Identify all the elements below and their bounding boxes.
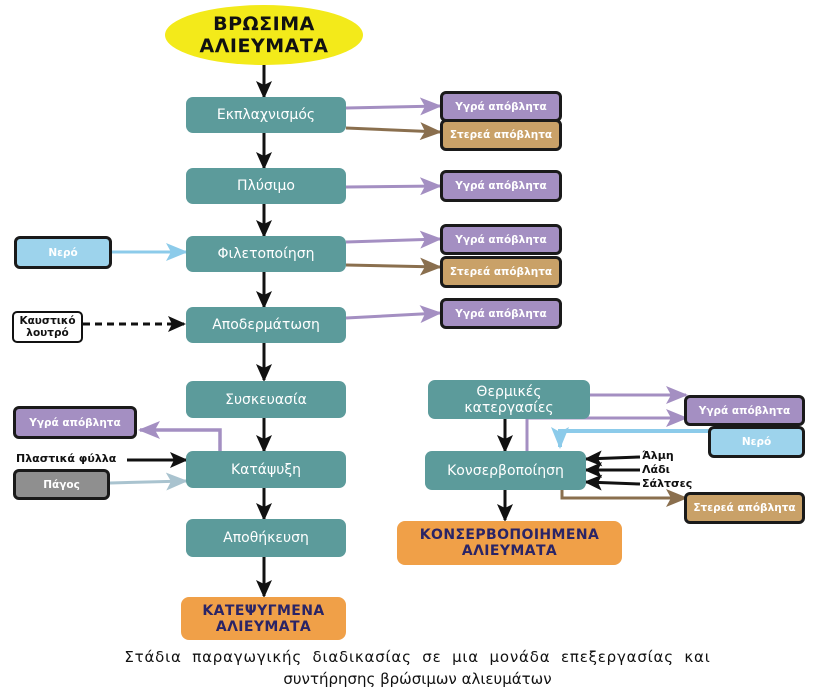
arrow-liquid-1 xyxy=(345,97,442,116)
arrow-canning-to-liquid xyxy=(525,409,688,451)
arrow-ice-to-freezing xyxy=(109,472,188,491)
ice-label: Πάγος xyxy=(43,478,80,491)
arrow-liquid-2 xyxy=(345,177,442,196)
output-label: Υγρά απόβλητα xyxy=(455,233,547,246)
arrow-sauces xyxy=(584,474,641,491)
solid-waste-right: Στερεά απόβλητα xyxy=(684,492,805,524)
output-label: Υγρά απόβλητα xyxy=(455,307,547,320)
arrow-canning-to-solid xyxy=(560,489,688,507)
water-label: Νερό xyxy=(741,436,772,448)
output-label: Στερεά απόβλητα xyxy=(449,129,553,141)
arrow-freezing-to-liquid xyxy=(138,421,222,451)
water-label: Νερό xyxy=(48,246,78,259)
additive-oil: Λάδι xyxy=(642,463,670,476)
output-label: Υγρά απόβλητα xyxy=(455,100,547,113)
step-canning: Κονσερβοποίηση xyxy=(425,451,586,490)
arrow-liquid-3 xyxy=(345,230,442,249)
output-label: Υγρά απόβλητα xyxy=(29,416,121,429)
liquid-waste-3: Υγρά απόβλητα xyxy=(440,224,562,255)
final-canned-seafood: ΚΟΝΣΕΡΒΟΠΟΙΗΜΕΝΑ ΑΛΙΕΥΜΑΤΑ xyxy=(397,521,622,565)
final-line2: ΑΛΙΕΥΜΑΤΑ xyxy=(461,543,558,559)
step-label: Κατάψυξη xyxy=(230,461,302,478)
output-label: Στερεά απόβλητα xyxy=(449,266,553,278)
final-line2: ΑΛΙΕΥΜΑΤΑ xyxy=(215,618,312,635)
step-label: Αποδερμάτωση xyxy=(212,317,320,333)
step-filleting: Φιλετοποίηση xyxy=(186,236,346,272)
final-line1: ΚΑΤΕΨΥΓΜΕΝΑ xyxy=(202,602,325,619)
step-label: Κονσερβοποίηση xyxy=(447,462,564,479)
plastic-sheets-label: Πλαστικά φύλλα xyxy=(16,452,117,465)
caustic-line1: Καυστικό xyxy=(19,315,76,327)
additive-arrows xyxy=(584,450,641,491)
waste-arrows-left xyxy=(345,97,442,324)
arrow-solid-3 xyxy=(345,257,442,276)
start-node: ΒΡΩΣΙΜΑ ΑΛΙΕΥΜΑΤΑ xyxy=(165,5,363,65)
liquid-waste-freezing: Υγρά απόβλητα xyxy=(13,406,137,439)
step-label: Φιλετοποίηση xyxy=(217,246,315,262)
step-line1: Θερμικές xyxy=(476,383,542,400)
caption-line2: συντήρησης βρώσιμων αλιευμάτων xyxy=(283,670,552,688)
additive-sauces: Σάλτσες xyxy=(642,477,693,490)
output-label: Στερεά απόβλητα xyxy=(693,502,796,514)
liquid-waste-2: Υγρά απόβλητα xyxy=(440,170,562,202)
final-frozen-seafood: ΚΑΤΕΨΥΓΜΕΝΑ ΑΛΙΕΥΜΑΤΑ xyxy=(181,597,346,640)
liquid-waste-1: Υγρά απόβλητα xyxy=(440,91,562,122)
step-packaging: Συσκευασία xyxy=(186,381,346,418)
step-washing: Πλύσιμο xyxy=(186,168,346,204)
step-label: Συσκευασία xyxy=(225,391,307,408)
step-freezing: Κατάψυξη xyxy=(186,451,346,488)
step-skinning: Αποδερμάτωση xyxy=(186,307,346,343)
arrow-water-to-canning xyxy=(551,427,710,449)
solid-waste-3: Στερεά απόβλητα xyxy=(440,256,562,288)
step-label: Αποθήκευση xyxy=(223,530,309,546)
liquid-waste-4: Υγρά απόβλητα xyxy=(440,298,562,329)
step-label: Πλύσιμο xyxy=(237,178,295,194)
water-input-left: Νερό xyxy=(14,236,112,269)
arrow-liquid-4 xyxy=(345,305,442,324)
caustic-bath-input: Καυστικό λουτρό xyxy=(12,311,83,343)
arrow-solid-1 xyxy=(345,122,442,141)
step-storage: Αποθήκευση xyxy=(186,519,346,557)
additive-brine: Άλμη xyxy=(642,449,674,462)
ice-input: Πάγος xyxy=(13,469,110,500)
liquid-waste-right: Υγρά απόβλητα xyxy=(684,395,805,426)
final-line1: ΚΟΝΣΕΡΒΟΠΟΙΗΜΕΝΑ xyxy=(419,527,600,543)
start-line1: ΒΡΩΣΙΜΑ xyxy=(213,13,315,35)
step-line2: κατεργασίες xyxy=(464,399,554,416)
step-label: Εκπλαχνισμός xyxy=(216,107,316,123)
step-gutting: Εκπλαχνισμός xyxy=(186,97,346,133)
caption-line1: Στάδια παραγωγικής διαδικασίας σε μια μο… xyxy=(124,648,711,666)
start-line2: ΑΛΙΕΥΜΑΤΑ xyxy=(199,35,329,57)
output-label: Υγρά απόβλητα xyxy=(455,180,547,192)
water-input-right: Νερό xyxy=(708,426,805,458)
arrow-brine xyxy=(584,450,641,467)
step-thermal-processing: Θερμικές κατεργασίες xyxy=(428,380,590,419)
solid-waste-1: Στερεά απόβλητα xyxy=(440,119,562,151)
caustic-line2: λουτρό xyxy=(26,327,69,339)
output-label: Υγρά απόβλητα xyxy=(698,404,791,417)
